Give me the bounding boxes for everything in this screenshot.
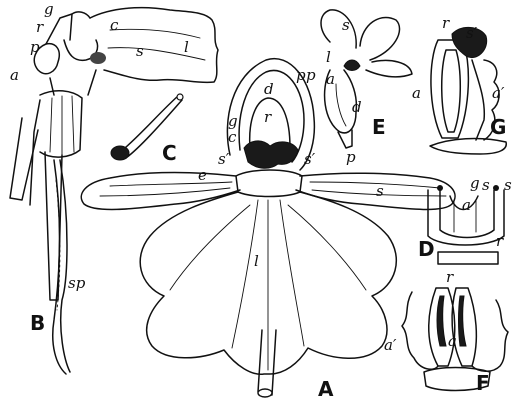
label-b-c: c [110,16,119,34]
label-a-s-prime-right: s′ [304,150,316,168]
label-b-l: l [184,38,189,56]
label-e-l: l [326,48,331,66]
label-b-s: s [136,42,144,60]
label-g-a-prime: a′ [492,84,505,102]
label-a-e: e [198,166,207,184]
label-a-r: r [264,108,272,126]
figure-g-id: G [490,115,506,139]
label-e-a: a [326,70,335,88]
label-a-s: s [376,182,384,200]
label-a-s-prime-left: s′ [218,150,230,168]
label-a-c: c [228,128,237,146]
figure-d-id: D [418,237,435,261]
label-d-s-right: s [504,176,512,194]
label-a-d: d [264,80,274,98]
label-d-g: g [470,174,480,192]
label-a-p: p [296,66,306,84]
label-g-s-prime: s′ [466,24,478,42]
label-d-a: a [462,196,471,214]
label-e-d: d [352,98,362,116]
figure-b-id: B [30,311,45,335]
figure-c-id: C [162,141,177,165]
label-d-s-left: s [482,176,490,194]
figure-e-id: E [372,115,386,139]
label-e-p: p [306,66,316,84]
label-b-g: g [44,0,54,18]
label-g-r: r [442,14,450,32]
label-b-sp: sp [68,274,86,292]
label-f-a: a [448,332,457,350]
label-f-r: r [446,268,454,286]
label-b-a: a [10,66,19,84]
label-e-s: s [342,16,350,34]
label-b-r: r [36,18,44,36]
label-d-r: r [496,232,504,250]
label-a-l: l [254,252,259,270]
figure-f-id: F [476,371,490,395]
label-b-p: p [30,38,40,56]
label-e-p2: p [346,148,356,166]
label-f-a-prime: a′ [384,336,397,354]
figure-a-id: A [318,377,334,401]
label-g-a: a [412,84,421,102]
